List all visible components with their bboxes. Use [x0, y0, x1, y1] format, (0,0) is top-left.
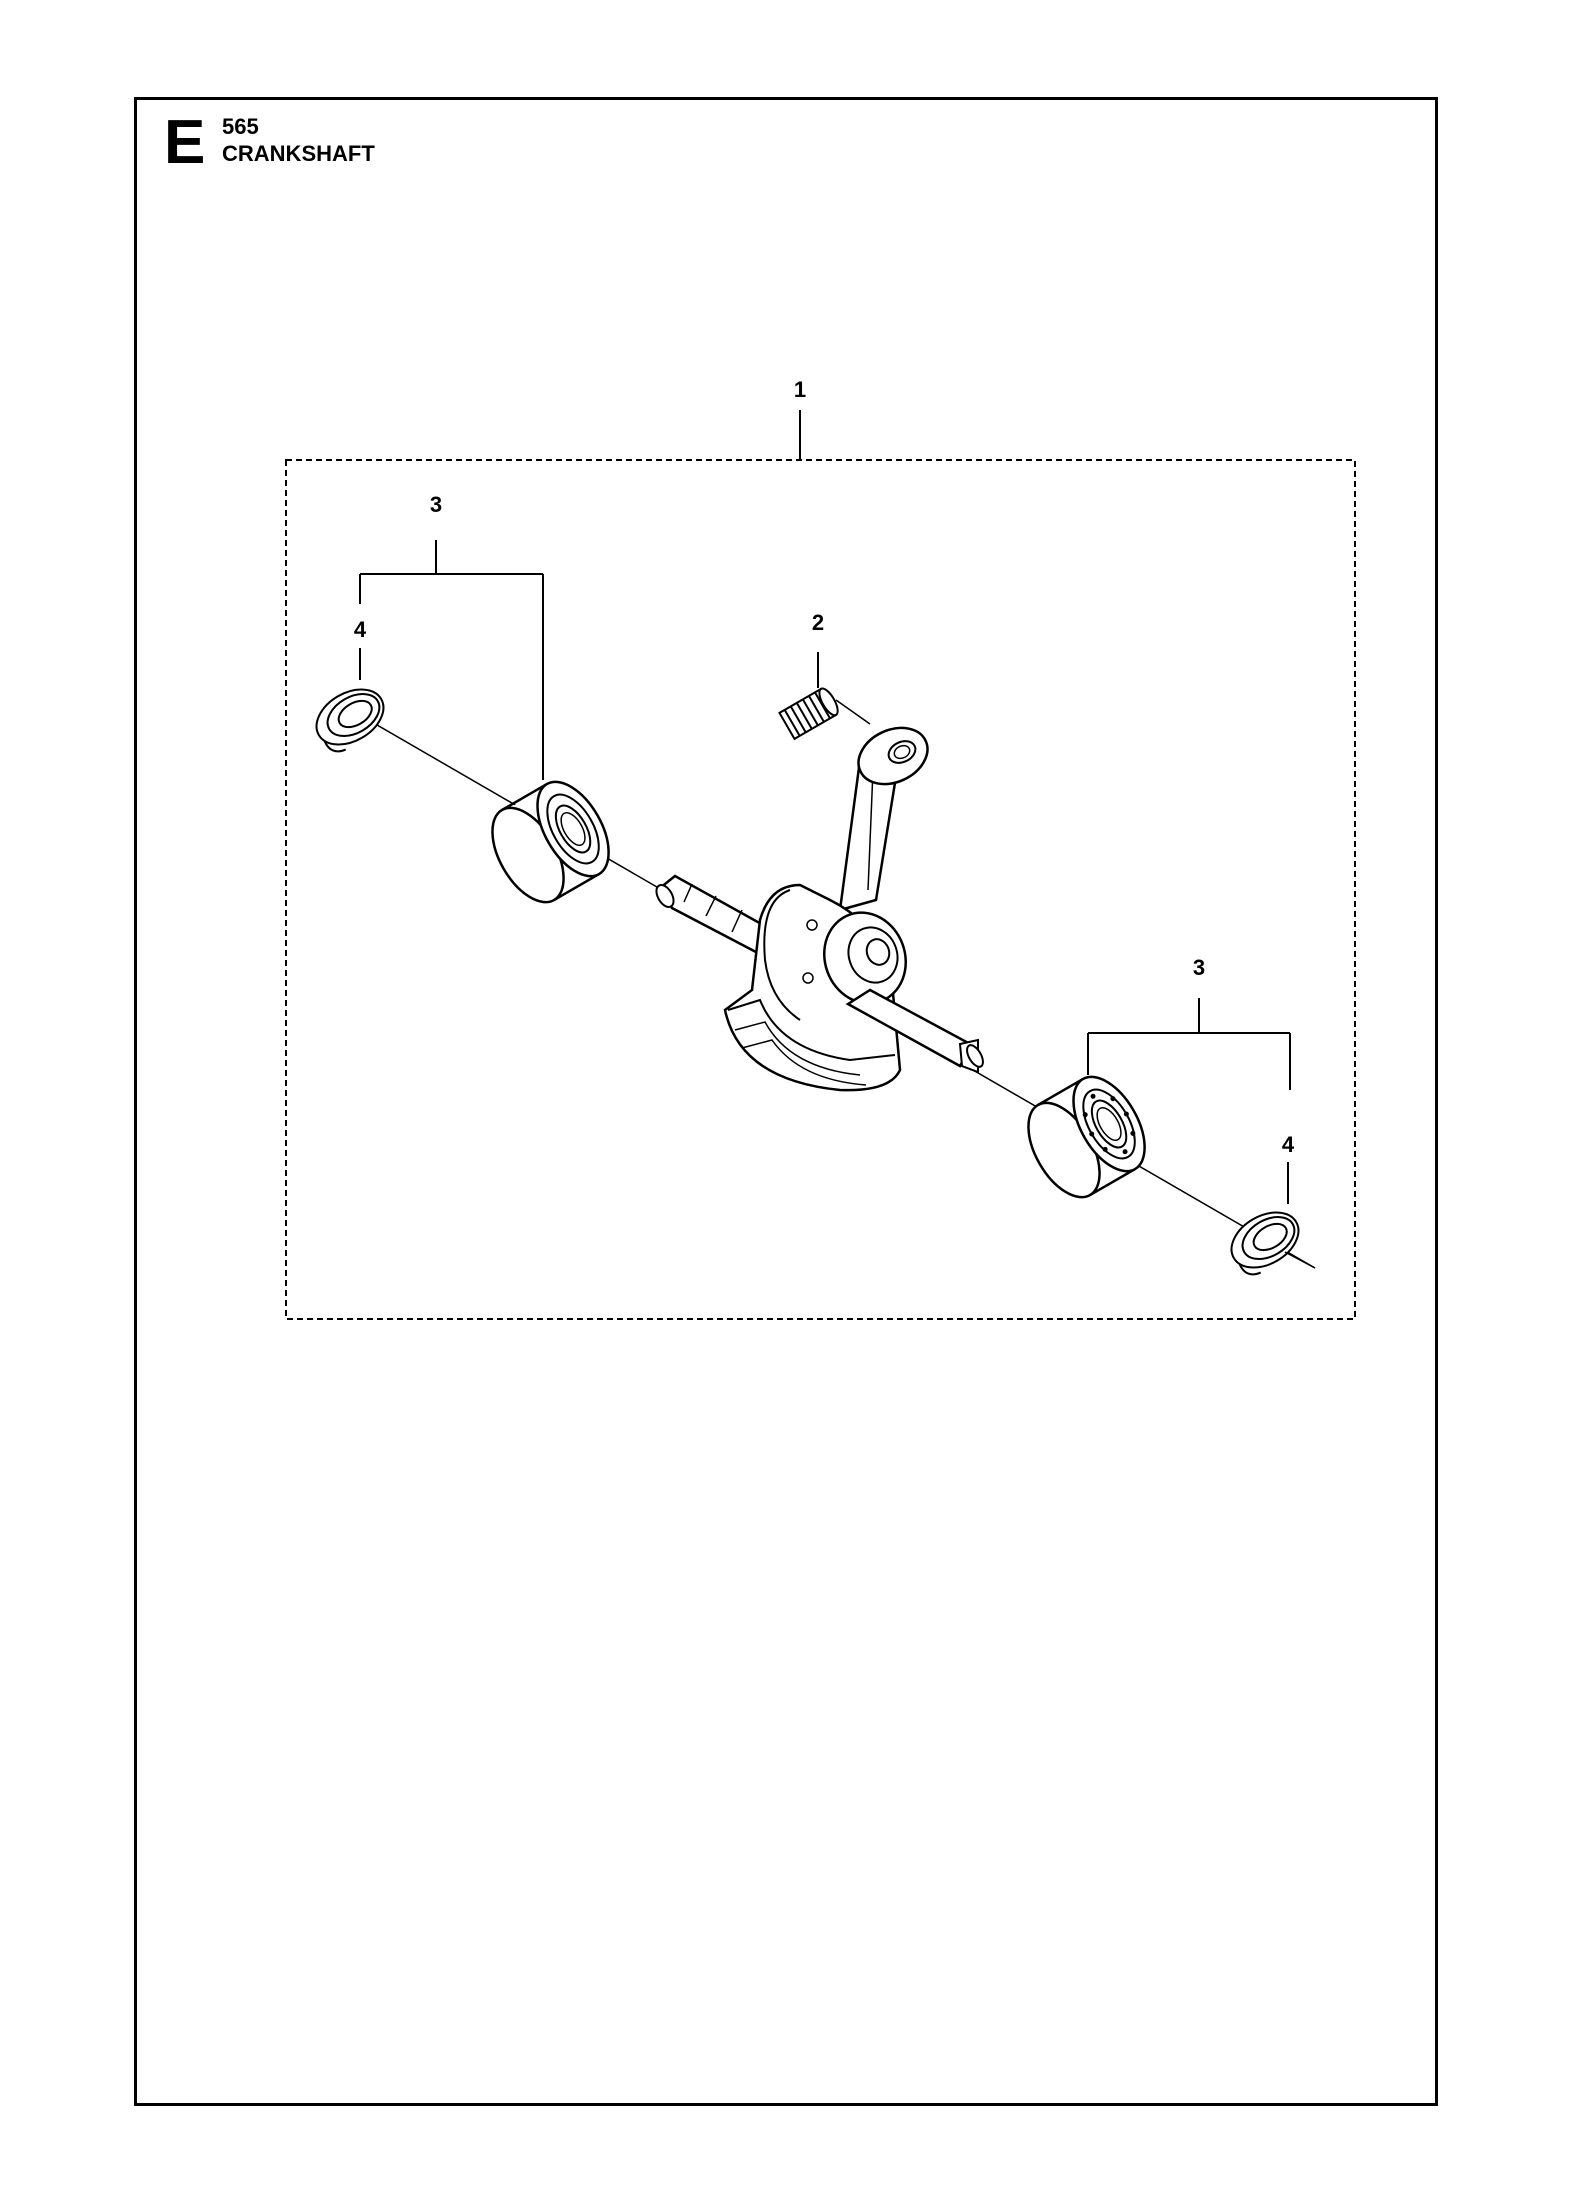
section-title: CRANKSHAFT	[222, 141, 375, 166]
section-letter: E	[164, 108, 206, 177]
axis-line-tail	[1284, 1251, 1316, 1269]
seal-ring-icon	[315, 688, 385, 753]
kit-boundary	[285, 459, 1356, 1320]
callout-1: 1	[794, 377, 806, 402]
callout-4-left: 4	[354, 617, 367, 642]
ball-bearing-icon	[1027, 1075, 1146, 1199]
callout-3-right: 3	[1193, 955, 1205, 980]
needle-bearing-axis	[835, 699, 871, 725]
seal-ring-icon	[1230, 1211, 1300, 1276]
callout-3-left: 3	[430, 492, 442, 517]
callout-4-right: 4	[1282, 1132, 1295, 1157]
crankshaft-kit-icon	[655, 726, 984, 1092]
page-frame	[134, 97, 1438, 2106]
callout-2: 2	[812, 610, 824, 635]
model-number: 565	[222, 114, 259, 139]
needle-bearing-icon	[778, 687, 839, 741]
ball-bearing-icon	[491, 780, 610, 904]
